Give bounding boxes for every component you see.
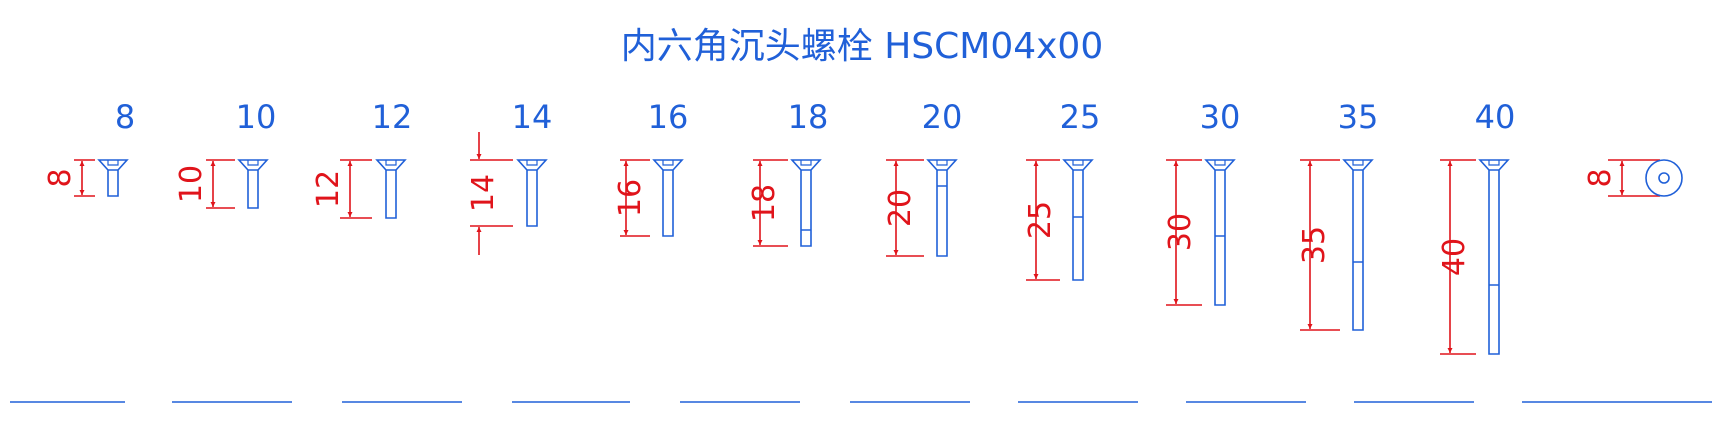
bolt-outline — [926, 159, 958, 257]
bolt-outline — [237, 159, 269, 209]
length-label-14: 14 — [512, 98, 553, 136]
bolt-40: 40 — [1437, 159, 1510, 355]
dimension-label: 20 — [883, 189, 918, 227]
length-label-16: 16 — [648, 98, 689, 136]
length-labels: 8 10 12 14 16 18 20 25 30 35 40 — [115, 98, 1516, 136]
dimension-label: 30 — [1163, 213, 1198, 251]
length-label-35: 35 — [1338, 98, 1379, 136]
bolt-outline — [1342, 159, 1374, 331]
bolt-outline — [375, 159, 407, 219]
bolt-10: 10 — [174, 159, 269, 209]
dimension-label: 12 — [311, 170, 346, 208]
length-label-18: 18 — [788, 98, 829, 136]
bolt-outline — [790, 159, 822, 247]
end-view: 8 — [1583, 159, 1683, 197]
length-label-20: 20 — [922, 98, 963, 136]
dimension-label: 25 — [1023, 201, 1058, 239]
bolt-25: 25 — [1023, 159, 1094, 281]
bolt-18: 18 — [747, 159, 822, 247]
bolt-outline — [652, 159, 684, 237]
bolt-20: 20 — [883, 159, 958, 257]
hex-socket — [247, 160, 259, 166]
bolt-35: 35 — [1297, 159, 1374, 331]
bolt-16: 16 — [613, 159, 684, 237]
bolt-12: 12 — [311, 159, 407, 219]
dimension-label: 35 — [1297, 226, 1332, 264]
bolt-outline — [1062, 159, 1094, 281]
bolt-30: 30 — [1163, 159, 1236, 306]
length-label-30: 30 — [1200, 98, 1241, 136]
dimension-label: 10 — [174, 165, 209, 203]
hex-socket — [1488, 160, 1500, 166]
bolt-outline — [97, 159, 129, 197]
bolt-outline — [516, 159, 548, 227]
length-label-10: 10 — [236, 98, 277, 136]
bolt-outline — [1204, 159, 1236, 306]
dimension-label: 16 — [613, 179, 648, 217]
dimension-label: 8 — [1583, 168, 1618, 187]
bolt-outline — [1478, 159, 1510, 355]
dimension-label: 14 — [466, 174, 501, 212]
length-label-12: 12 — [372, 98, 413, 136]
head-circle — [1645, 159, 1683, 197]
hex-socket — [800, 160, 812, 166]
hex-socket — [1072, 160, 1084, 166]
dimension-label: 8 — [43, 168, 78, 187]
hex-socket — [936, 160, 948, 166]
hex-socket — [526, 160, 538, 166]
bolt-8: 8 — [43, 159, 129, 197]
socket-circle — [1658, 172, 1670, 184]
hex-socket — [1352, 160, 1364, 166]
length-label-25: 25 — [1060, 98, 1101, 136]
hex-socket — [385, 160, 397, 166]
hex-socket — [107, 160, 119, 166]
length-label-40: 40 — [1475, 98, 1516, 136]
bolt-14: 14 — [466, 132, 548, 255]
drawing-title: 内六角沉头螺栓 HSCM04x00 — [621, 26, 1104, 67]
hex-socket — [1214, 160, 1226, 166]
dimension-label: 40 — [1437, 238, 1472, 276]
hex-socket — [662, 160, 674, 166]
dimension-label: 18 — [747, 184, 782, 222]
length-label-8: 8 — [115, 98, 135, 136]
